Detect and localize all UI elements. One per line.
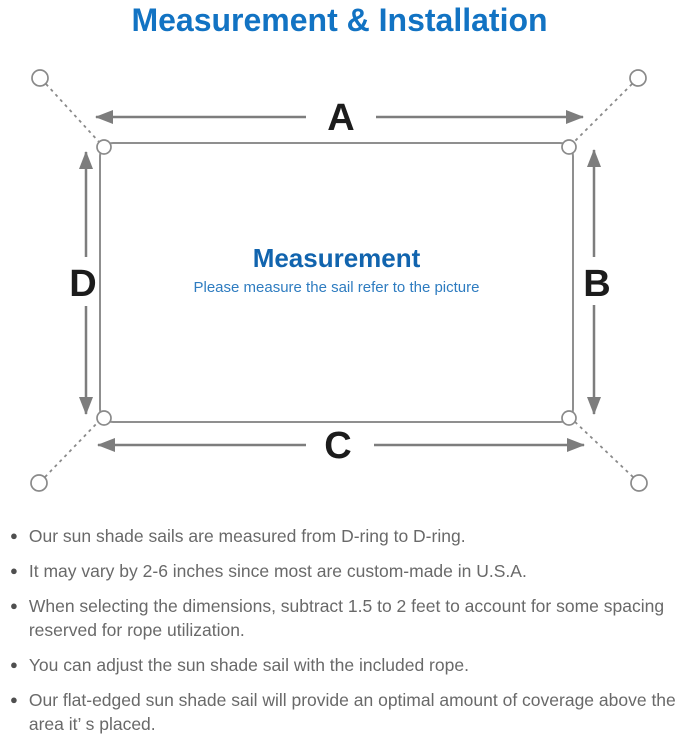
list-item: ● Our sun shade sails are measured from … (10, 524, 676, 548)
bullet-icon: ● (10, 657, 18, 672)
sail-corner-grommets (96, 139, 577, 426)
note-text: You can adjust the sun shade sail with t… (28, 655, 469, 675)
edge-label-c: C (324, 425, 351, 467)
note-text: When selecting the dimensions, subtract … (28, 596, 665, 640)
ring-top-right-icon (629, 69, 647, 87)
ring-bottom-right-icon (630, 474, 648, 492)
sail-center-heading: Measurement (252, 243, 421, 273)
list-item: ● It may vary by 2-6 inches since most a… (10, 559, 676, 583)
edge-label-d: D (69, 263, 96, 305)
sail-center-subtitle: Please measure the sail refer to the pic… (193, 279, 480, 296)
edge-label-b: B (583, 263, 610, 305)
edge-label-a: A (327, 97, 354, 139)
note-text: It may vary by 2-6 inches since most are… (28, 561, 527, 581)
measurement-notes-list: ● Our sun shade sails are measured from … (10, 524, 676, 739)
sail-center-caption: Measurement Please measure the sail refe… (100, 243, 573, 296)
dimension-arrows (79, 110, 601, 452)
bullet-icon: ● (10, 563, 18, 578)
bullet-icon: ● (10, 528, 18, 543)
bullet-icon: ● (10, 692, 18, 707)
sail-outline (99, 142, 574, 423)
note-text: Our flat-edged sun shade sail will provi… (28, 690, 676, 734)
list-item: ● You can adjust the sun shade sail with… (10, 653, 676, 677)
bullet-icon: ● (10, 598, 18, 613)
list-item: ● When selecting the dimensions, subtrac… (10, 594, 676, 642)
list-item: ● Our flat-edged sun shade sail will pro… (10, 688, 676, 736)
corner-ring-icons (30, 69, 648, 492)
note-text: Our sun shade sails are measured from D-… (28, 526, 466, 546)
ring-top-left-icon (31, 69, 49, 87)
page-title: Measurement & Installation (131, 2, 548, 38)
ring-bottom-left-icon (30, 474, 48, 492)
